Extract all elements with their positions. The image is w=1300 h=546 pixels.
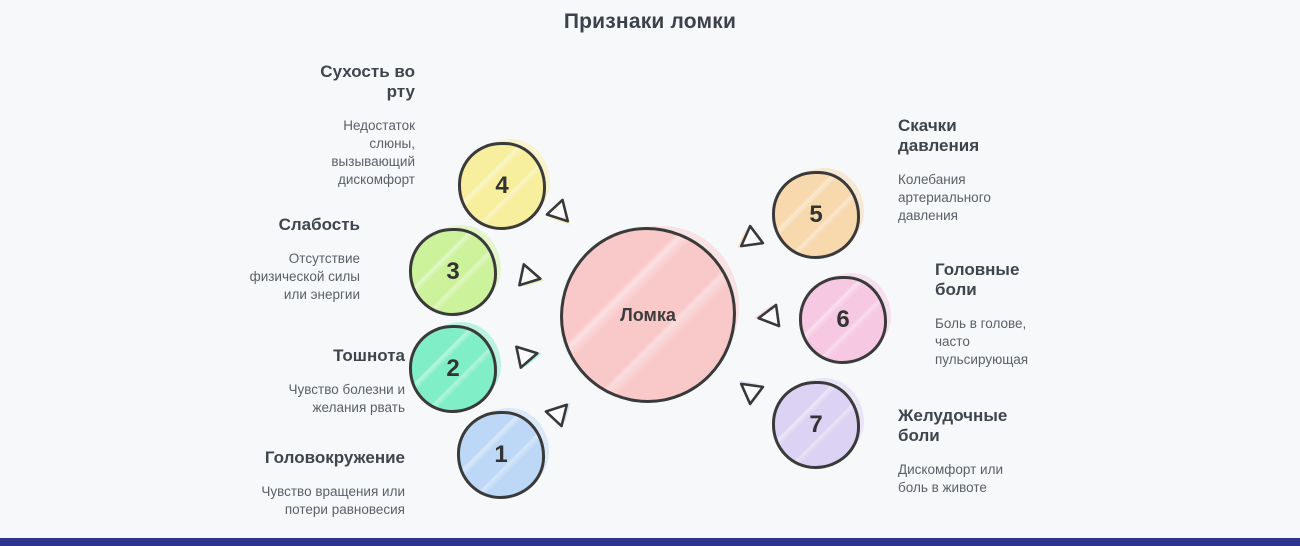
node-circle-3: 3 xyxy=(409,225,501,316)
node-number: 5 xyxy=(809,201,823,228)
arrow-from-4 xyxy=(539,192,584,237)
node-circle-6: 6 xyxy=(799,273,891,364)
label-nausea: Тошнота Чувство болезни и желания рвать xyxy=(273,346,406,417)
label-weakness: Слабость Отсутствие физической силы или … xyxy=(242,215,360,304)
node-circle-7: 7 xyxy=(772,378,864,469)
label-title: Скачки давления xyxy=(898,116,980,155)
arrow-from-2 xyxy=(510,336,548,374)
arrow-from-6 xyxy=(749,299,785,335)
triangle-arrow-icon xyxy=(737,224,765,248)
label-title: Сухость во рту xyxy=(320,62,415,101)
node-number: 6 xyxy=(836,306,850,333)
node-circle-5: 5 xyxy=(772,168,864,259)
label-description: Недостаток слюны, вызывающий дискомфорт xyxy=(331,118,415,187)
bottom-bar xyxy=(0,538,1300,546)
triangle-arrow-icon xyxy=(754,303,781,328)
label-headaches: Головные боли Боль в голове, часто пульс… xyxy=(935,260,1050,369)
label-title: Желудочные боли xyxy=(898,406,1008,445)
label-title: Головные боли xyxy=(935,260,1020,299)
node-number: 2 xyxy=(446,355,460,382)
label-dizziness: Головокружение Чувство вращения или поте… xyxy=(257,448,405,519)
node-circle: 4 xyxy=(458,142,546,230)
node-number: 1 xyxy=(494,441,508,468)
label-pressure-surges: Скачки давления Колебания артериального … xyxy=(898,116,1020,225)
triangle-arrow-icon xyxy=(738,380,765,406)
center-circle: Ломка xyxy=(560,227,736,403)
node-circle-4: 4 xyxy=(458,139,550,230)
label-stomach-pains: Желудочные боли Дискомфорт или боль в жи… xyxy=(898,406,1030,497)
label-dry-mouth: Сухость во рту Недостаток слюны, вызываю… xyxy=(295,62,415,189)
arrow-from-5 xyxy=(726,219,771,264)
node-number: 3 xyxy=(446,258,460,285)
label-description: Колебания артериального давления xyxy=(898,172,991,223)
page-title: Признаки ломки xyxy=(563,10,737,33)
node-circle-1: 1 xyxy=(457,408,549,499)
node-number: 7 xyxy=(809,411,823,438)
node-circle-2: 2 xyxy=(409,322,501,413)
node-circle: 5 xyxy=(772,171,860,259)
label-title: Головокружение xyxy=(264,448,405,467)
label-title: Слабость xyxy=(278,215,360,234)
label-description: Дискомфорт или боль в животе xyxy=(898,462,1004,495)
arrow-from-7 xyxy=(726,367,771,412)
node-number: 4 xyxy=(495,172,509,199)
label-description: Боль в голове, часто пульсирующая xyxy=(935,316,1029,367)
center-node-lomka: Ломка xyxy=(560,226,739,403)
label-description: Отсутствие физической силы или энергии xyxy=(249,251,360,302)
label-description: Чувство вращения или потери равновесия xyxy=(261,484,405,517)
arrow-from-1 xyxy=(538,388,583,433)
node-circle: 6 xyxy=(799,276,887,364)
center-label: Ломка xyxy=(620,304,676,325)
label-title: Тошнота xyxy=(333,346,405,365)
node-circle: 2 xyxy=(409,325,497,413)
triangle-arrow-icon xyxy=(515,345,542,369)
node-circle: 3 xyxy=(409,228,497,316)
triangle-arrow-icon xyxy=(544,402,571,428)
node-circle: 1 xyxy=(457,411,545,499)
triangle-arrow-icon xyxy=(518,263,545,287)
label-description: Чувство болезни и желания рвать xyxy=(288,382,406,415)
triangle-arrow-icon xyxy=(545,198,570,226)
node-circle: 7 xyxy=(772,381,860,469)
arrow-from-3 xyxy=(513,258,551,296)
